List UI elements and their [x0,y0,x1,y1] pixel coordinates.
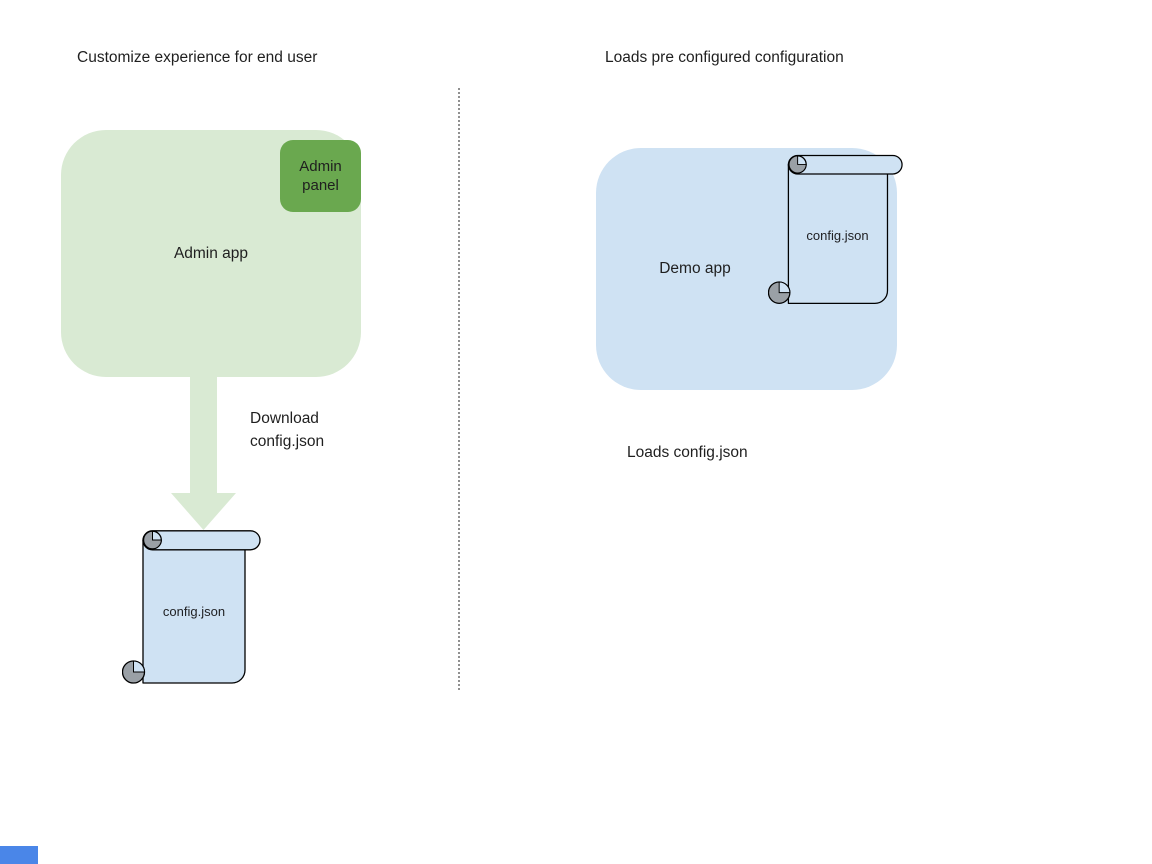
left-section-title: Customize experience for end user [77,49,318,66]
right-section-title: Loads pre configured configuration [605,49,844,66]
admin-app-label: Admin app [173,245,249,262]
config-json-label-left: config.json [162,604,226,619]
admin-panel-label: Admin panel [299,158,342,194]
config-json-label-right: config.json [806,228,869,243]
loads-config-caption: Loads config.json [627,444,748,461]
corner-accent-rect [0,846,38,864]
download-arrow-icon [171,373,236,530]
admin-panel-box: Admin panel [280,140,361,212]
section-divider [458,88,460,690]
download-arrow-label: Download config.json [250,410,325,450]
demo-app-label: Demo app [659,260,731,277]
